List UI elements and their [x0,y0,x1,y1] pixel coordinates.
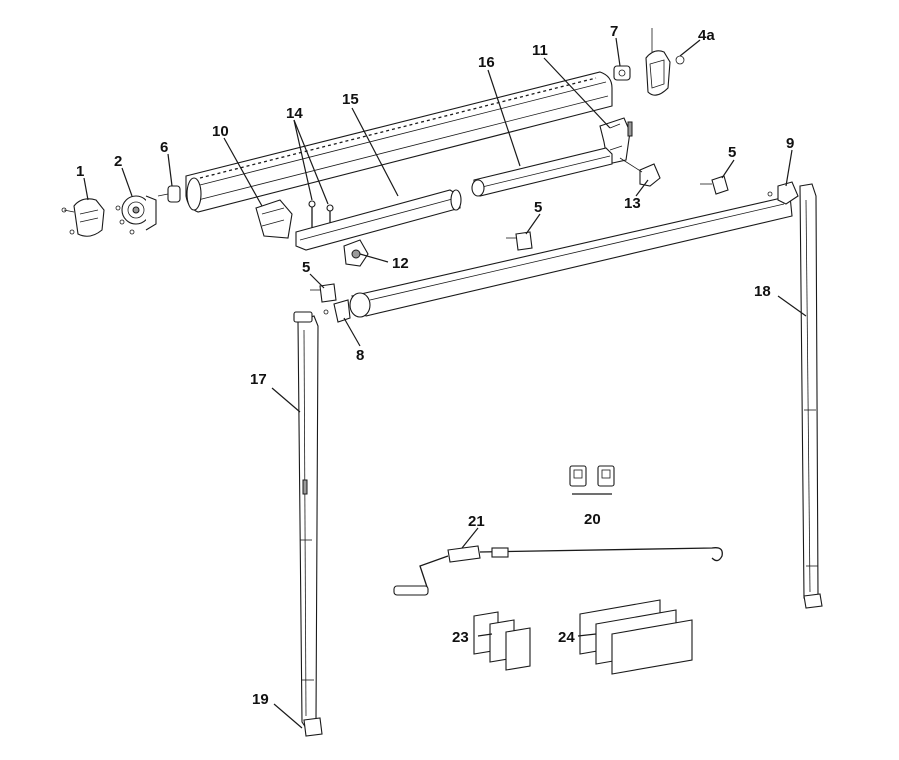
bushing-icon [157,185,181,203]
callout-2: 2 [114,153,122,170]
callout-23: 23 [452,629,469,646]
spring-head-icon [115,195,157,235]
foot-bracket-icon [303,717,323,737]
callout-11: 11 [532,42,548,59]
callout-14: 14 [286,105,303,122]
callout-17: 17 [250,371,267,388]
clip-icon [569,465,615,495]
callout-15: 15 [342,91,359,108]
arm-knuckle-icon [343,239,369,267]
callout-1: 1 [76,163,84,180]
mounting-plate-small-icon [473,611,531,671]
callout-19: 19 [252,691,269,708]
callout-4a: 4a [698,27,715,44]
end-plug-icon [310,283,337,303]
pin-icon [308,200,334,234]
end-cap-right-icon [645,28,685,96]
callout-labels: 1 2 6 10 14 15 16 11 7 4a 5 9 13 5 12 5 … [76,23,794,708]
callout-13: 13 [624,195,641,212]
callout-10: 10 [212,123,229,140]
bearing-icon [613,65,631,81]
arm-hinge-icon [619,157,661,187]
callout-5-left: 5 [302,259,310,276]
rail-end-bracket-right-icon [767,181,799,205]
callout-8: 8 [356,347,364,364]
callout-24: 24 [558,629,575,646]
end-plug-icon [700,175,729,195]
callout-5-right: 5 [728,144,736,161]
support-arm-left-icon [293,311,319,729]
end-plug-icon [506,231,533,251]
crank-handle-icon [393,545,723,596]
callout-5-middle: 5 [534,199,542,216]
callout-12: 12 [392,255,409,272]
bracket-left-icon [255,199,293,239]
callout-6: 6 [160,139,168,156]
rail-end-bracket-left-icon [323,299,351,323]
arm-right-icon [471,147,613,197]
callout-20: 20 [584,511,601,528]
roller-tube-icon [185,71,613,213]
end-cap-left-icon [61,198,105,237]
callout-18: 18 [754,283,771,300]
lead-rail-icon [349,195,793,318]
callout-16: 16 [478,54,495,71]
callout-7: 7 [610,23,618,40]
leader-lines [83,37,807,729]
mounting-plate-large-icon [579,599,693,675]
callout-21: 21 [468,513,485,530]
callout-9: 9 [786,135,794,152]
arm-left-icon [295,189,462,251]
support-arm-right-icon [799,183,823,609]
